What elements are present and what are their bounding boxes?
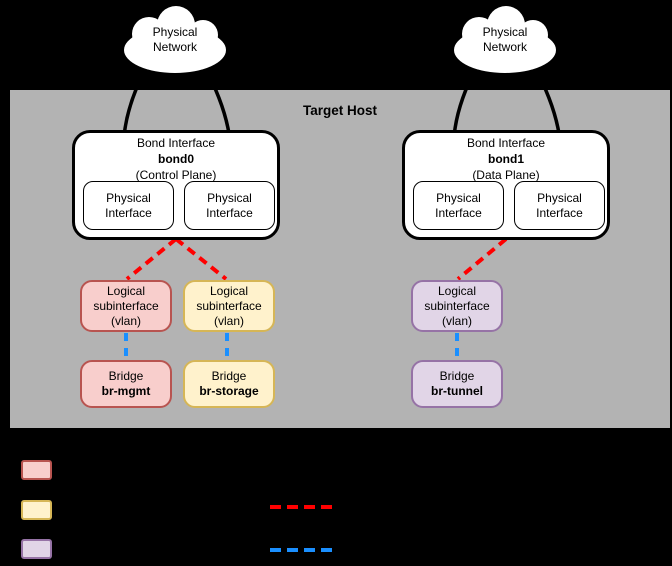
bond1-physical-interface-1: Physical Interface: [413, 181, 504, 230]
bridge-br-tunnel: Bridge br-tunnel: [411, 360, 503, 408]
physical-network-cloud-left: Physical Network: [120, 5, 230, 77]
bond0-physical-interface-1: Physical Interface: [83, 181, 174, 230]
bond-title-line: Bond Interface: [136, 136, 216, 150]
bond-name: bond1: [488, 152, 524, 166]
vlan-subinterface-storage: Logical subinterface (vlan): [183, 280, 275, 332]
bond0-box: Bond Interface bond0 (Control Plane) Phy…: [72, 130, 280, 240]
vlan-subinterface-mgmt: Logical subinterface (vlan): [80, 280, 172, 332]
bridge-name: br-mgmt: [101, 384, 151, 398]
bridge-br-storage: Bridge br-storage: [183, 360, 275, 408]
legend-purple-swatch: [21, 539, 52, 559]
bridge-label: Bridge: [211, 369, 247, 383]
bond1-box: Bond Interface bond1 (Data Plane) Physic…: [402, 130, 610, 240]
cloud-icon: [124, 6, 226, 73]
cloud-label: Physical Network: [482, 25, 528, 54]
bond0-physical-interface-2: Physical Interface: [184, 181, 275, 230]
bridge-label: Bridge: [439, 369, 475, 383]
bond1-title: Bond Interface bond1 (Data Plane): [405, 135, 607, 183]
bridge-name: br-storage: [199, 384, 259, 398]
legend-yellow-swatch: [21, 500, 52, 520]
bond-plane: (Control Plane): [135, 168, 217, 182]
target-host-title: Target Host: [302, 103, 377, 118]
bridge-name: br-tunnel: [431, 384, 483, 398]
cloud-icon: [454, 6, 556, 73]
bond0-title: Bond Interface bond0 (Control Plane): [75, 135, 277, 183]
bridge-br-mgmt: Bridge br-mgmt: [80, 360, 172, 408]
vlan-subinterface-tunnel: Logical subinterface (vlan): [411, 280, 503, 332]
physical-network-cloud-right: Physical Network: [450, 5, 560, 77]
bond1-physical-interface-2: Physical Interface: [514, 181, 605, 230]
cloud-label: Physical Network: [152, 25, 198, 54]
bond-title-line: Bond Interface: [466, 136, 546, 150]
legend-pink-swatch: [21, 460, 52, 480]
bridge-label: Bridge: [108, 369, 144, 383]
bond-name: bond0: [158, 152, 194, 166]
bond-plane: (Data Plane): [472, 168, 540, 182]
